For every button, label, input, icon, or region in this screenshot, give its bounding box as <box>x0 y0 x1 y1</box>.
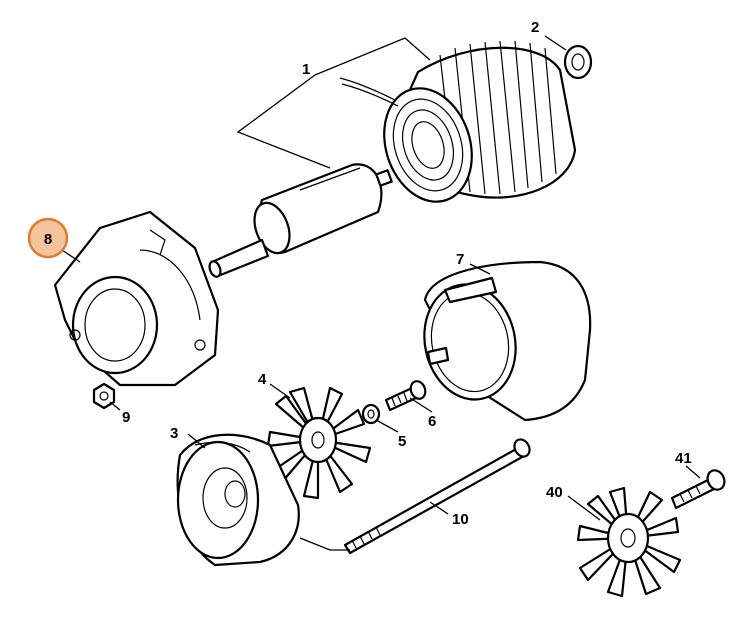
highlight-circle <box>27 217 69 259</box>
part-screw[interactable] <box>384 379 428 412</box>
part-fan-cover[interactable] <box>414 260 592 422</box>
callout-2: 2 <box>531 19 539 36</box>
callout-41: 41 <box>675 450 692 467</box>
callout-labels: 1 2 3 4 5 6 7 9 10 40 41 <box>122 19 692 528</box>
callout-6: 6 <box>428 413 436 430</box>
callout-40: 40 <box>546 484 563 501</box>
callout-3: 3 <box>170 425 178 442</box>
callout-9: 9 <box>122 409 130 426</box>
callout-8-highlight[interactable]: 8 <box>27 217 69 259</box>
part-end-cover[interactable] <box>176 433 300 567</box>
part-housing[interactable] <box>53 210 220 387</box>
part-washer[interactable] <box>361 403 381 425</box>
callout-5: 5 <box>398 433 406 450</box>
part-bearing[interactable] <box>563 44 593 80</box>
part-fan-40[interactable] <box>576 486 682 598</box>
callout-1: 1 <box>302 61 310 78</box>
part-fan[interactable] <box>266 386 372 500</box>
leader-lines <box>61 35 701 551</box>
part-long-bolt[interactable] <box>343 437 533 555</box>
callout-7: 7 <box>456 251 464 268</box>
part-screw-41[interactable] <box>670 468 727 510</box>
callout-10: 10 <box>452 511 469 528</box>
callout-8: 8 <box>44 231 52 248</box>
part-stator[interactable] <box>339 40 577 213</box>
part-rotor[interactable] <box>208 163 393 278</box>
callout-4: 4 <box>258 371 267 388</box>
part-nut[interactable] <box>92 382 116 410</box>
